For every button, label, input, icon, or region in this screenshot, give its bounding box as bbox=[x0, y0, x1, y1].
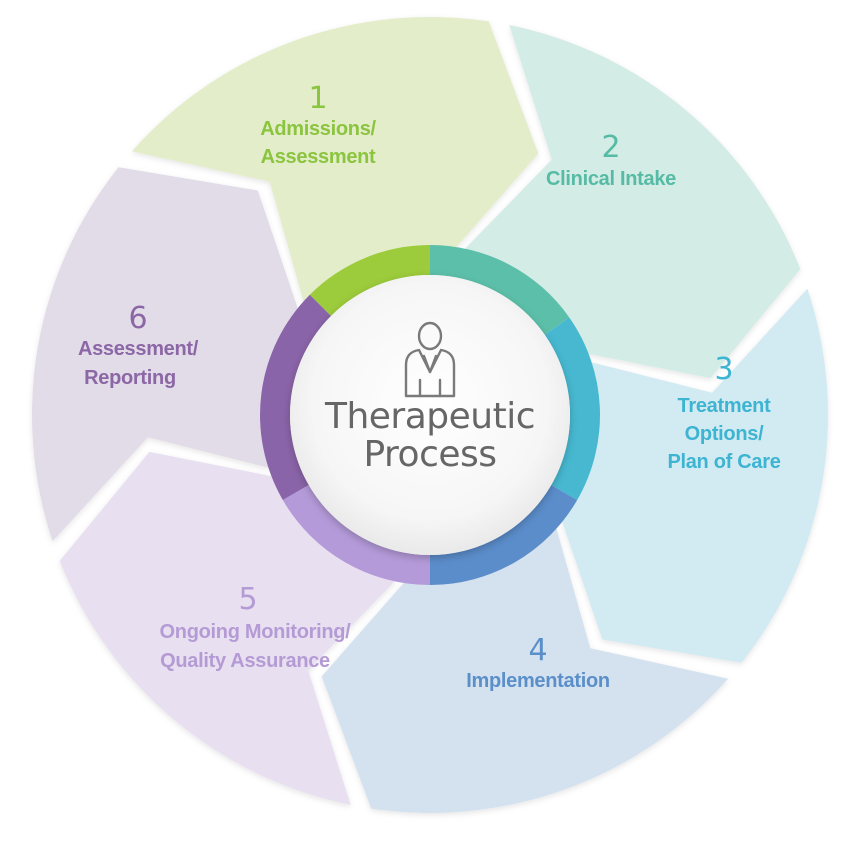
center-title-line2: Process bbox=[363, 434, 496, 475]
step-2-label: 2 Clinical Intake bbox=[546, 130, 676, 190]
ring-arc-step-6 bbox=[260, 294, 331, 500]
step-6-label-line2: Reporting bbox=[84, 367, 176, 389]
step-1-label-line2: Assessment bbox=[261, 146, 376, 168]
step-5-label: 5 Ongoing Monitoring/ Quality Assurance bbox=[160, 582, 352, 672]
progress-ring bbox=[260, 245, 601, 585]
step-2-label-line1: Clinical Intake bbox=[546, 168, 676, 190]
person-icon bbox=[404, 321, 456, 398]
step-6-number: 6 bbox=[128, 301, 147, 336]
step-1-segment bbox=[131, 17, 539, 304]
center-disc bbox=[290, 275, 570, 555]
step-3-label: 3 Treatment Options/ Plan of Care bbox=[667, 352, 781, 473]
ring-arc-step-5 bbox=[282, 485, 430, 585]
step-6-segment bbox=[32, 167, 299, 542]
step-3-label-line2: Options/ bbox=[685, 423, 764, 445]
step-3-segment bbox=[561, 288, 828, 663]
step-1-number: 1 bbox=[308, 81, 327, 116]
step-3-label-line3: Plan of Care bbox=[667, 451, 780, 473]
ring-arc-step-1 bbox=[309, 245, 430, 316]
step-4-label-line1: Implementation bbox=[466, 670, 610, 692]
step-1-label: 1 Admissions/ Assessment bbox=[260, 81, 377, 168]
step-4-number: 4 bbox=[528, 633, 547, 668]
step-6-label: 6 Assessment/ Reporting bbox=[78, 301, 199, 389]
step-4-label: 4 Implementation bbox=[466, 633, 610, 692]
ring-arc-step-2 bbox=[430, 245, 570, 335]
ring-arc-step-4 bbox=[430, 485, 578, 585]
step-1-label-line1: Admissions/ bbox=[260, 118, 376, 140]
step-6-label-line1: Assessment/ bbox=[78, 338, 199, 360]
step-2-segment bbox=[463, 25, 801, 379]
step-5-segment bbox=[59, 451, 397, 805]
step-5-label-line2: Quality Assurance bbox=[160, 650, 330, 672]
step-3-label-line1: Treatment bbox=[678, 395, 772, 417]
center-title-line1: Therapeutic bbox=[324, 396, 535, 437]
step-2-number: 2 bbox=[601, 130, 620, 165]
step-3-number: 3 bbox=[714, 352, 733, 387]
ring-arc-step-3 bbox=[544, 317, 601, 500]
step-5-number: 5 bbox=[238, 582, 257, 617]
step-segments bbox=[32, 17, 828, 813]
step-4-segment bbox=[321, 526, 729, 813]
step-5-label-line1: Ongoing Monitoring/ bbox=[160, 621, 352, 643]
